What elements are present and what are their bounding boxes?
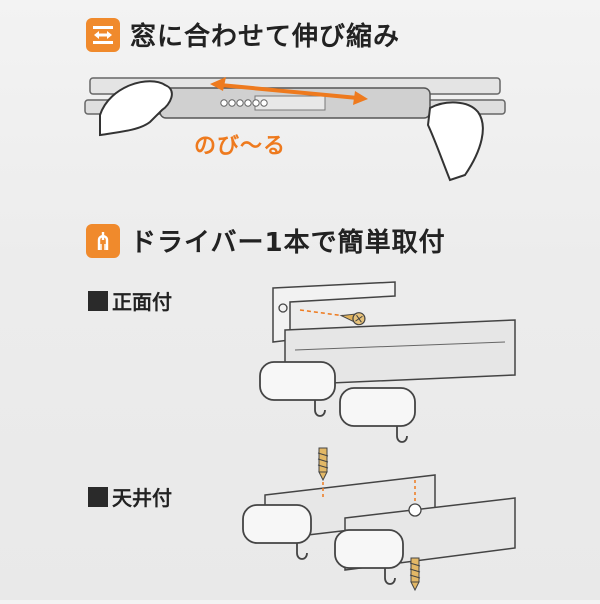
square-bullet-icon	[88, 486, 108, 507]
front-mount-text: 正面付	[112, 290, 172, 314]
section-extend-title: 窓に合わせて伸び縮み	[130, 22, 401, 52]
ceiling-mount-label: 天井付	[88, 482, 172, 511]
front-mount-label: 正面付	[88, 286, 172, 315]
stretch-label: のび〜る	[194, 134, 287, 159]
extendable-rail-illustration	[70, 60, 530, 200]
ceiling-mount-illustration	[225, 440, 525, 600]
extend-arrows-icon	[86, 17, 120, 52]
section-extend-header: 窓に合わせて伸び縮み	[86, 16, 400, 53]
section-install-header: ドライバー1本で簡単取付	[86, 222, 446, 259]
screwdriver-icon	[86, 223, 120, 258]
section-install-title: ドライバー1本で簡単取付	[130, 228, 446, 258]
front-mount-illustration	[225, 270, 525, 450]
square-bullet-icon	[88, 290, 108, 311]
ceiling-mount-text: 天井付	[112, 486, 172, 510]
